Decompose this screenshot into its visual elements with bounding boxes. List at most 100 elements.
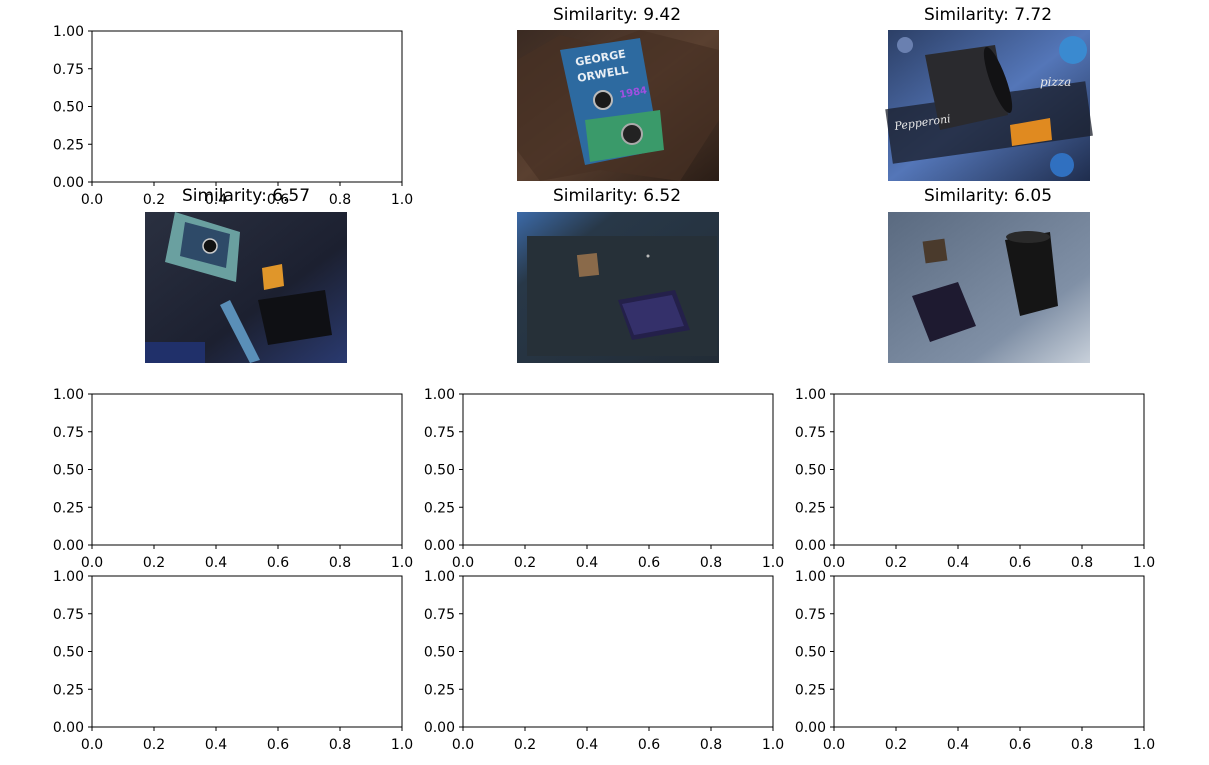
image-title-4: Similarity: 6.52 — [553, 186, 681, 206]
y-tick-label: 1.00 — [53, 387, 84, 403]
x-tick-label: 1.0 — [762, 555, 784, 571]
axes-frame — [91, 393, 403, 546]
y-tick-label: 0.00 — [424, 720, 455, 736]
axes-frame — [91, 30, 403, 183]
x-tick-label: 0.0 — [81, 192, 103, 208]
y-tick-label: 0.75 — [53, 62, 84, 78]
y-tick-label: 0.25 — [53, 682, 84, 698]
image-title-5: Similarity: 6.05 — [924, 186, 1052, 206]
x-tick-label: 0.6 — [267, 737, 289, 753]
y-tick-label: 0.25 — [424, 682, 455, 698]
y-tick-label: 0.75 — [53, 425, 84, 441]
x-tick-label: 0.0 — [452, 737, 474, 753]
x-tick-label: 0.4 — [205, 555, 227, 571]
empty-axes-2: 0.00 0.25 0.50 0.75 1.00 0.0 0.2 0.4 0.6 0.8 1.0 — [53, 387, 413, 571]
y-tick-label: 1.00 — [53, 569, 84, 585]
y-tick-label: 0.50 — [53, 645, 84, 661]
image-thumbnail-4 — [517, 212, 719, 363]
y-tick-label: 0.25 — [795, 500, 826, 516]
x-tick-label: 1.0 — [762, 737, 784, 753]
y-tick-label: 1.00 — [795, 569, 826, 585]
image-panel-1: Similarity: 9.42 GEORGE ORWELL 1984 — [517, 5, 719, 181]
x-tick-label: 0.4 — [947, 555, 969, 571]
x-tick-label: 0.8 — [700, 737, 722, 753]
y-tick-label: 0.00 — [795, 538, 826, 554]
x-tick-label: 0.2 — [885, 555, 907, 571]
image-panel-4: Similarity: 6.52 — [517, 186, 719, 363]
axes-frame — [833, 393, 1145, 546]
y-tick-label: 0.50 — [53, 100, 84, 116]
svg-text:pizza: pizza — [1040, 75, 1071, 89]
y-tick-label: 0.75 — [424, 425, 455, 441]
y-tick-label: 1.00 — [424, 569, 455, 585]
x-tick-label: 0.8 — [329, 737, 351, 753]
y-tick-label: 0.50 — [53, 463, 84, 479]
image-thumbnail-2: Pepperoni pizza — [885, 30, 1093, 181]
x-tick-label: 0.4 — [576, 555, 598, 571]
image-panel-2: Similarity: 7.72 Pepperoni pizza — [885, 5, 1093, 181]
x-tick-label: 0.6 — [638, 555, 660, 571]
y-tick-label: 0.00 — [795, 720, 826, 736]
y-tick-label: 0.25 — [795, 682, 826, 698]
y-tick-label: 0.25 — [53, 137, 84, 153]
y-tick-label: 0.75 — [795, 425, 826, 441]
y-tick-label: 0.50 — [795, 463, 826, 479]
x-tick-label: 1.0 — [391, 737, 413, 753]
image-title-3: Similarity: 6.57 — [182, 186, 310, 206]
y-tick-label: 1.00 — [424, 387, 455, 403]
x-tick-label: 0.0 — [81, 555, 103, 571]
x-tick-label: 0.8 — [329, 192, 351, 208]
y-tick-label: 0.50 — [424, 645, 455, 661]
image-thumbnail-3 — [145, 212, 347, 363]
svg-text:1984: 1984 — [619, 85, 648, 101]
y-tick-label: 1.00 — [795, 387, 826, 403]
y-tick-label: 0.50 — [795, 645, 826, 661]
x-tick-label: 0.6 — [267, 555, 289, 571]
image-title-1: Similarity: 9.42 — [553, 5, 681, 25]
x-tick-label: 0.2 — [514, 737, 536, 753]
x-tick-label: 0.4 — [947, 737, 969, 753]
x-tick-label: 1.0 — [391, 555, 413, 571]
x-tick-label: 0.0 — [81, 737, 103, 753]
x-tick-label: 0.6 — [1009, 737, 1031, 753]
x-tick-label: 0.6 — [267, 192, 289, 208]
x-tick-label: 0.2 — [143, 737, 165, 753]
empty-axes-7: 0.00 0.25 0.50 0.75 1.00 0.0 0.2 0.4 0.6 0.8 1.0 — [795, 569, 1155, 753]
y-tick-label: 0.00 — [424, 538, 455, 554]
x-tick-label: 0.2 — [885, 737, 907, 753]
image-title-2: Similarity: 7.72 — [924, 5, 1052, 25]
y-tick-label: 0.00 — [53, 720, 84, 736]
image-thumbnail-1: GEORGE ORWELL 1984 — [517, 30, 719, 181]
y-tick-label: 0.25 — [53, 500, 84, 516]
axes-frame — [462, 575, 774, 728]
x-tick-label: 0.4 — [576, 737, 598, 753]
image-panel-5: Similarity: 6.05 — [888, 186, 1090, 363]
x-tick-label: 0.8 — [1071, 737, 1093, 753]
x-tick-label: 1.0 — [1133, 737, 1155, 753]
x-tick-label: 0.4 — [205, 192, 227, 208]
x-tick-label: 0.0 — [823, 737, 845, 753]
x-tick-label: 0.0 — [452, 555, 474, 571]
x-tick-label: 0.6 — [638, 737, 660, 753]
y-tick-label: 0.00 — [53, 538, 84, 554]
empty-axes-6: 0.00 0.25 0.50 0.75 1.00 0.0 0.2 0.4 0.6 0.8 1.0 — [424, 569, 784, 753]
y-tick-label: 0.25 — [424, 500, 455, 516]
axes-frame — [462, 393, 774, 546]
x-tick-label: 0.2 — [143, 555, 165, 571]
y-tick-label: 0.75 — [424, 607, 455, 623]
y-tick-label: 0.75 — [53, 607, 84, 623]
x-tick-label: 0.8 — [1071, 555, 1093, 571]
x-tick-label: 0.2 — [514, 555, 536, 571]
axes-frame — [833, 575, 1145, 728]
y-tick-label: 0.00 — [53, 175, 84, 191]
x-tick-label: 0.2 — [143, 192, 165, 208]
image-panel-3: Similarity: 6.57 — [145, 186, 347, 363]
y-tick-label: 0.75 — [795, 607, 826, 623]
x-tick-label: 0.8 — [700, 555, 722, 571]
y-tick-label: 1.00 — [53, 24, 84, 40]
x-tick-label: 0.8 — [329, 555, 351, 571]
